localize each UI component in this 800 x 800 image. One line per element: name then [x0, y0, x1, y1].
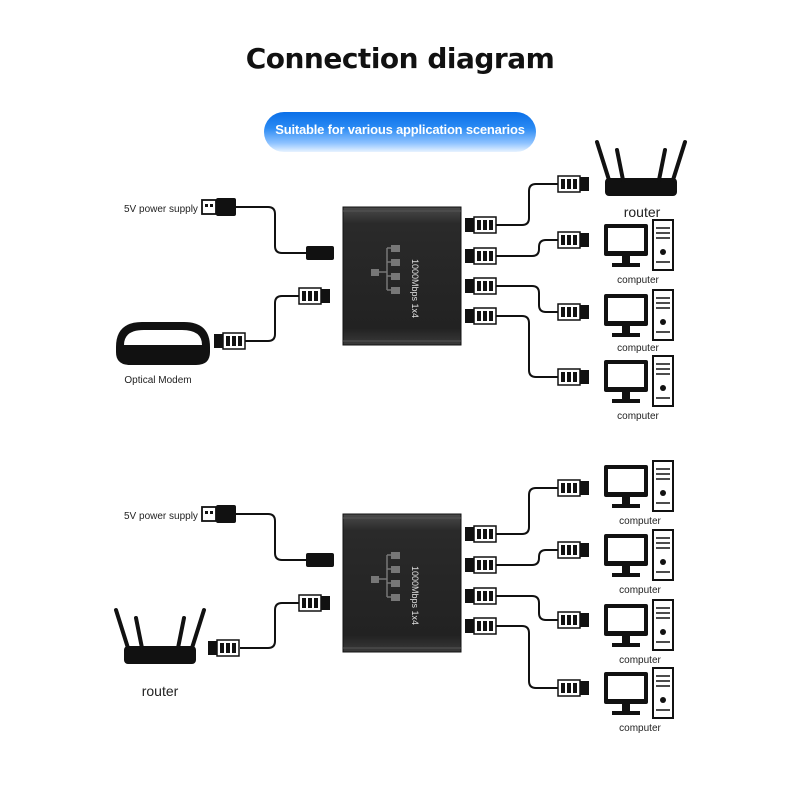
power-plug-device: [306, 553, 334, 567]
end-plug-2: [557, 231, 590, 249]
computer-label: computer: [617, 411, 659, 422]
modem-label: Optical Modem: [124, 375, 191, 386]
out-plug-1: [464, 216, 497, 234]
end-plug-1: [557, 175, 590, 193]
device-in-plug: [298, 287, 331, 305]
computer-icon: [603, 599, 674, 651]
router-icon: [595, 140, 687, 198]
computer-label: computer: [617, 343, 659, 354]
out-plug-4: [464, 307, 497, 325]
out-plug-4: [464, 617, 497, 635]
computer-label: computer: [619, 516, 661, 527]
computer-icon: [603, 529, 674, 581]
out-plug-2: [464, 556, 497, 574]
scenario-bottom: 5V power supply router 1000Mbps 1x4 comp…: [114, 460, 674, 734]
device-model-text: 1000Mbps 1x4: [410, 259, 420, 318]
router-icon: [114, 608, 206, 666]
end-plug-1: [557, 479, 590, 497]
out-plug-1: [464, 525, 497, 543]
router-label: router: [142, 683, 179, 699]
power-usb-plug: [201, 197, 237, 217]
out-plug-3: [464, 587, 497, 605]
scenario-top: 5V power supply Optical Modem 1000Mbps 1…: [116, 140, 687, 422]
end-plug-3: [557, 303, 590, 321]
end-plug-4: [557, 679, 590, 697]
end-plug-4: [557, 368, 590, 386]
page-title: Connection diagram: [245, 42, 555, 75]
subtitle-text: Suitable for various application scenari…: [275, 121, 525, 137]
out-plug-2: [464, 247, 497, 265]
end-plug-2: [557, 541, 590, 559]
switch-device: 1000Mbps 1x4: [342, 513, 462, 653]
computer-icon: [603, 667, 674, 719]
router-label: router: [624, 204, 661, 220]
power-label: 5V power supply: [124, 204, 198, 215]
power-plug-device: [306, 246, 334, 260]
computer-label: computer: [617, 275, 659, 286]
cables-top: [236, 183, 558, 378]
router-plug: [207, 639, 240, 657]
device-model-text: 1000Mbps 1x4: [410, 566, 420, 625]
power-label: 5V power supply: [124, 511, 198, 522]
computer-icon: [603, 355, 674, 407]
subtitle-banner: Suitable for various application scenari…: [264, 112, 536, 152]
cables-bottom: [236, 487, 558, 689]
power-usb-plug: [201, 504, 237, 524]
computer-label: computer: [619, 723, 661, 734]
computer-icon: [603, 289, 674, 341]
modem-icon: [116, 322, 210, 365]
computer-icon: [603, 219, 674, 271]
out-plug-3: [464, 277, 497, 295]
switch-device: 1000Mbps 1x4: [342, 206, 462, 346]
modem-plug: [213, 332, 246, 350]
end-plug-3: [557, 611, 590, 629]
computer-label: computer: [619, 585, 661, 596]
computer-label: computer: [619, 655, 661, 666]
device-in-plug: [298, 594, 331, 612]
computer-icon: [603, 460, 674, 512]
